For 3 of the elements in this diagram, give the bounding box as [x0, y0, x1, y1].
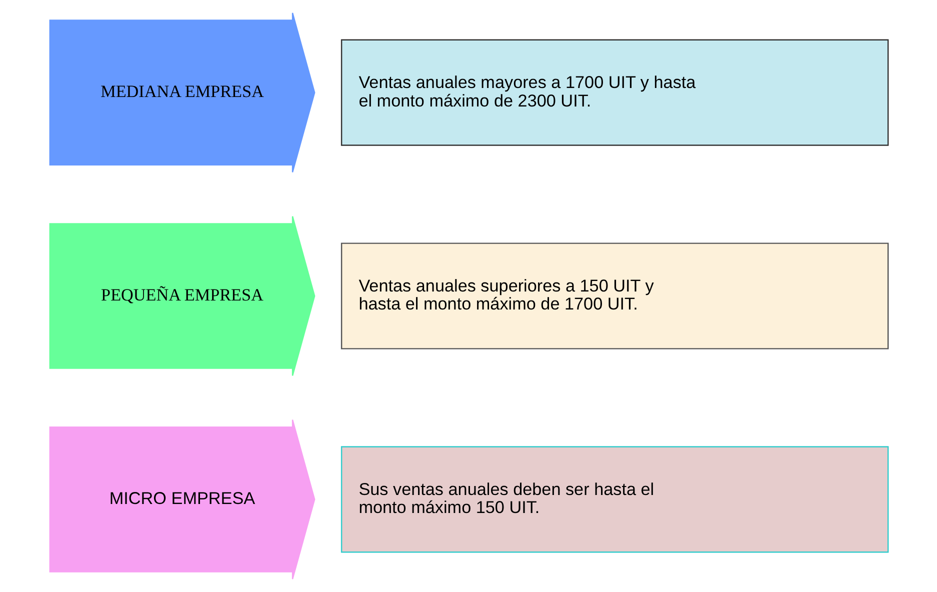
node-box: Sus ventas anuales deben ser hasta el monto máximo 150 UIT. [340, 446, 888, 553]
node-box: Ventas anuales mayores a 1700 UIT y hasta el monto máximo de 2300 UIT. [340, 39, 888, 146]
node-box: Ventas anuales superiores a 150 UIT y hasta el monto máximo de 1700 UIT. [340, 242, 888, 350]
